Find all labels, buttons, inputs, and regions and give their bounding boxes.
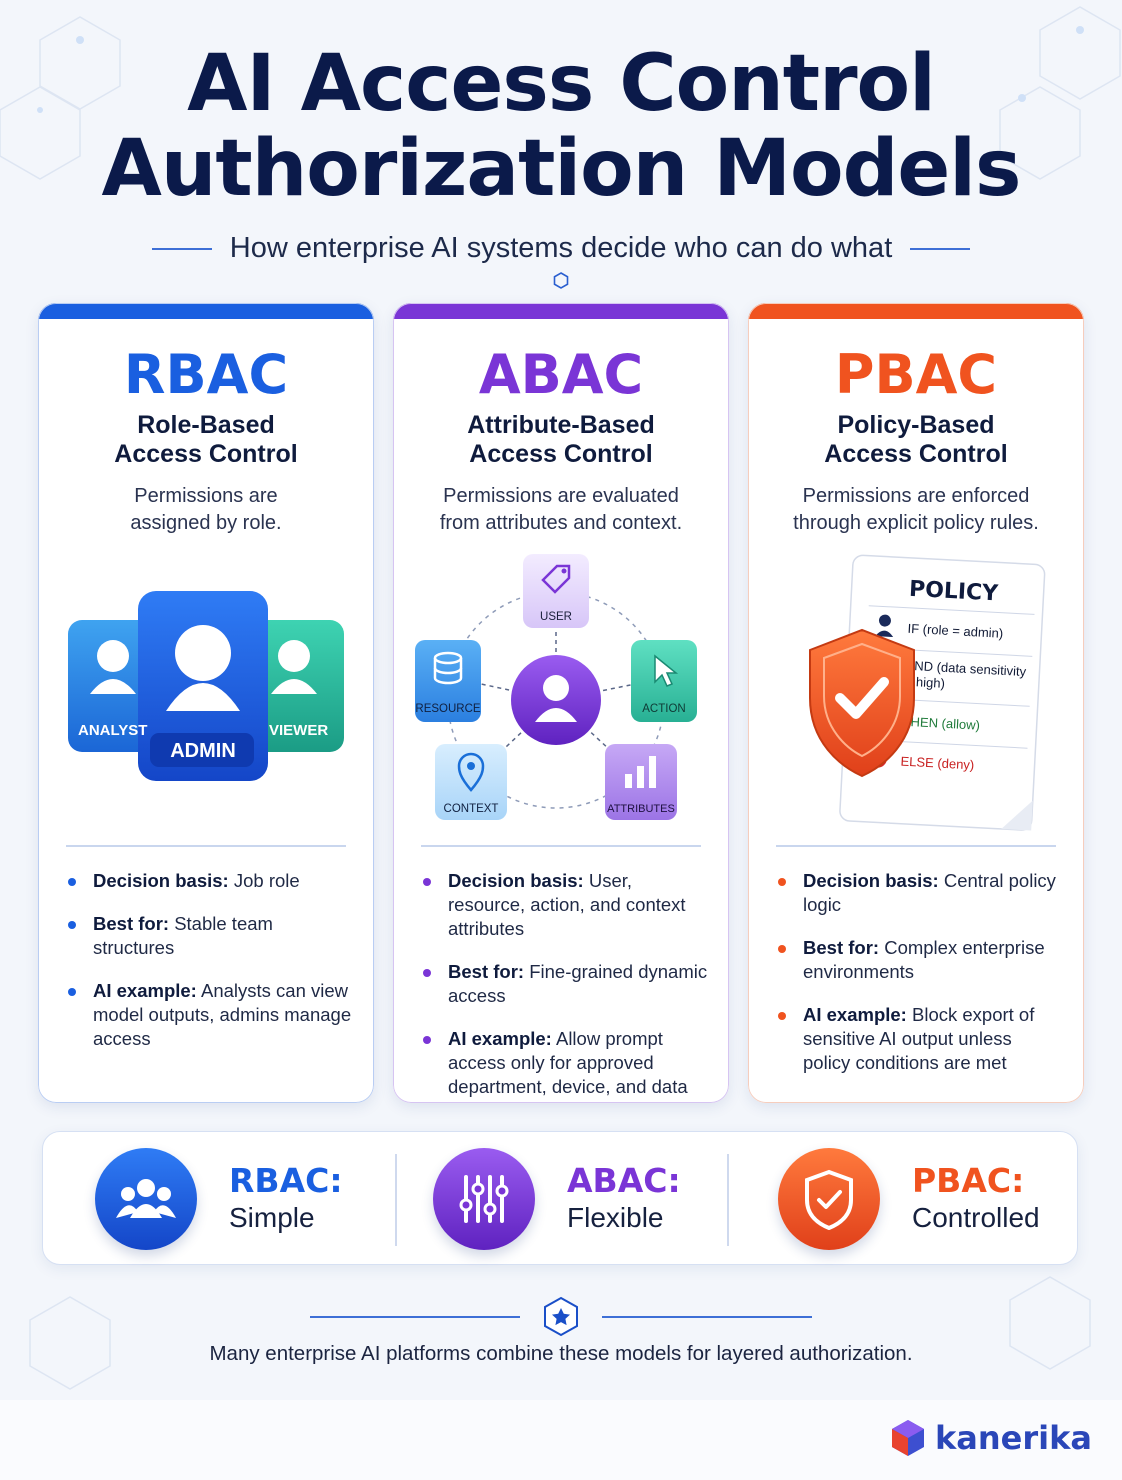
footer-note: Many enterprise AI platforms combine the… [209,1342,913,1365]
list-item: AI example: Block export of sensitive AI… [778,1003,1064,1075]
svg-text:ACTION: ACTION [642,703,685,715]
footer-rule-left [310,1316,520,1318]
card-full-name: Role-Based Access Control [114,411,298,468]
context-node [435,744,507,820]
card-top-bar [393,303,729,319]
card-description: Permissions are assigned by role. [130,485,282,534]
policy-heading: POLICY [908,577,999,607]
card-description: Permissions are evaluated from attribute… [439,485,683,534]
pbac-bullets: Decision basis: Central policy logic Bes… [778,869,1064,1094]
card-full-name: Attribute-Based Access Control [467,411,655,468]
list-item: AI example: Analysts can view model outp… [68,979,354,1051]
summary-sub: Controlled [912,1202,1040,1233]
roles-illustration: ANALYST VIEWER ADMIN [38,548,374,838]
page-title-line-2: Authorization Models [101,124,1022,214]
list-item: Decision basis: Job role [68,869,354,893]
svg-text:USER: USER [540,611,572,623]
subtitle-rule-left [151,247,212,250]
abac-card: ABAC Attribute-Based Access Control Perm… [393,303,729,1103]
policy-and-1: AND (data sensitivity [905,658,1027,679]
admin-label: ADMIN [170,740,236,762]
shield-check-icon [778,1148,880,1250]
card-acronym: PBAC [834,343,998,406]
summary-sub: Simple [229,1202,315,1233]
policy-else: ELSE (deny) [900,754,974,773]
list-item: Best for: Stable team structures [68,912,354,960]
list-item: Decision basis: User, resource, action, … [423,869,709,941]
group-icon [95,1148,197,1250]
summary-head: RBAC: [229,1161,343,1200]
summary-abac: ABAC: Flexible [433,1144,681,1254]
attributes-diagram: USER RESOURCE ACTION CONTEXT ATTRIBUTES [393,548,729,838]
sliders-icon [433,1148,535,1250]
summary-pbac: PBAC: Controlled [778,1144,1040,1254]
pbac-card: PBAC Policy-Based Access Control Permiss… [748,303,1084,1103]
card-full-name: Policy-Based Access Control [824,411,1008,468]
kanerika-logo-icon [892,1420,925,1456]
separator [727,1154,729,1246]
page-title-line-1: AI Access Control [187,39,936,129]
summary-head: PBAC: [912,1161,1025,1200]
policy-if: IF (role = admin) [907,621,1003,641]
abac-bullets: Decision basis: User, resource, action, … [423,869,709,1103]
policy-then: THEN (allow) [902,714,980,733]
list-item: AI example: Allow prompt access only for… [423,1027,709,1103]
card-acronym: RBAC [123,343,289,406]
viewer-label: VIEWER [269,722,328,739]
footer-rule-right [602,1316,812,1318]
resource-node [415,640,481,722]
separator [395,1154,397,1246]
card-top-bar [38,303,374,319]
summary-strip: RBAC: Simple ABAC: Flexible [42,1131,1078,1265]
hexagon-icon [553,272,569,289]
star-hexagon-icon [544,1296,578,1337]
page-subtitle: How enterprise AI systems decide who can… [229,232,893,264]
summary-head: ABAC: [567,1161,681,1200]
list-item: Decision basis: Central policy logic [778,869,1064,917]
policy-illustration: POLICY IF (role = admin) AND (data sensi… [748,548,1084,838]
svg-text:RESOURCE: RESOURCE [415,703,481,715]
list-item: Best for: Complex enterprise environment… [778,936,1064,984]
card-acronym: ABAC [478,343,644,406]
card-description: Permissions are enforced through explici… [793,485,1039,534]
svg-text:ATTRIBUTES: ATTRIBUTES [607,803,675,815]
brand-logo: kanerika [889,1418,1092,1458]
analyst-label: ANALYST [78,722,147,739]
subtitle-rule-right [910,247,971,250]
rbac-bullets: Decision basis: Job role Best for: Stabl… [68,869,354,1070]
rbac-card: RBAC Role-Based Access Control Permissio… [38,303,374,1103]
card-top-bar [748,303,1084,319]
svg-text:CONTEXT: CONTEXT [444,803,499,815]
list-item: Best for: Fine-grained dynamic access [423,960,709,1008]
summary-sub: Flexible [567,1202,664,1233]
summary-rbac: RBAC: Simple [95,1144,343,1254]
